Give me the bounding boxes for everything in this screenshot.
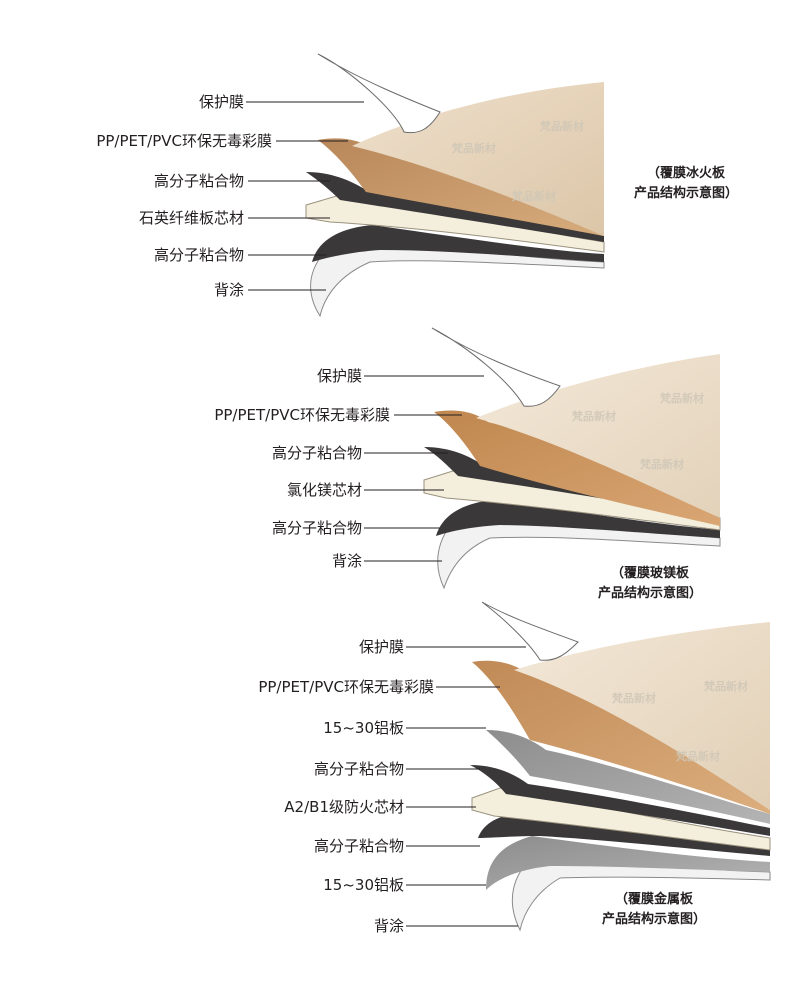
layer-label-adhesive: 高分子粘合物 [313, 837, 404, 855]
layer-label-back-coating: 背涂 [331, 552, 362, 570]
layer-label-color-film: PP/PET/PVC环保无毒彩膜 [96, 132, 272, 150]
layer-label-color-film: PP/PET/PVC环保无毒彩膜 [258, 678, 434, 696]
watermark-logo: 梵品新材 [572, 410, 616, 423]
watermark-logo: 梵品新材 [540, 120, 584, 133]
wood-surface [514, 622, 770, 810]
caption-line-1: （覆膜冰火板 [646, 166, 725, 181]
diagram-panel-1: 保护膜 PP/PET/PVC环保无毒彩膜 高分子粘合物 石英纤维板芯材 高分子粘… [0, 0, 800, 330]
watermark-logo: 梵品新材 [640, 458, 684, 471]
layer-label-protective-film: 保护膜 [358, 638, 404, 656]
layer-label-protective-film: 保护膜 [316, 367, 362, 385]
watermark-logo: 梵品新材 [676, 750, 720, 763]
diagram-caption: （覆膜冰火板 产品结构示意图） [606, 164, 766, 204]
caption-line-2: 产品结构示意图） [633, 186, 738, 201]
layer-label-aluminum: 15~30铝板 [323, 876, 404, 894]
adhesive-layer-lower [312, 225, 604, 262]
aluminum-layer-lower [486, 836, 770, 890]
diagram-panel-3: 保护膜 PP/PET/PVC环保无毒彩膜 15~30铝板 高分子粘合物 A2/B… [0, 600, 800, 1000]
color-film-layer [434, 410, 720, 526]
layer-label-back-coating: 背涂 [373, 917, 404, 935]
watermark-logo: 梵品新材 [704, 680, 748, 693]
layer-label-core: 氯化镁芯材 [286, 481, 362, 499]
watermark-logo: 梵品新材 [452, 142, 496, 155]
layer-label-aluminum: 15~30铝板 [323, 719, 404, 737]
adhesive-layer-lower [478, 812, 770, 856]
layer-label-core: 石英纤维板芯材 [138, 209, 244, 227]
layer-label-protective-film: 保护膜 [198, 93, 244, 111]
layer-illustration-3 [406, 601, 771, 932]
layer-label-adhesive: 高分子粘合物 [271, 519, 362, 537]
layer-label-adhesive: 高分子粘合物 [271, 444, 362, 462]
diagram-caption: （覆膜金属板 产品结构示意图） [574, 890, 734, 930]
wood-surface [352, 82, 604, 236]
caption-line-2: 产品结构示意图） [597, 586, 702, 601]
layer-illustration-1 [246, 53, 605, 318]
color-film-layer [472, 660, 770, 814]
caption-line-1: （覆膜金属板 [614, 892, 693, 907]
layer-label-adhesive: 高分子粘合物 [313, 760, 404, 778]
layer-label-color-film: PP/PET/PVC环保无毒彩膜 [214, 406, 390, 424]
layer-label-back-coating: 背涂 [213, 281, 244, 299]
layer-label-adhesive: 高分子粘合物 [153, 172, 244, 190]
caption-line-2: 产品结构示意图） [601, 912, 706, 927]
adhesive-layer-lower [436, 500, 720, 538]
protective-film-layer [481, 601, 579, 661]
diagram-caption: （覆膜玻镁板 产品结构示意图） [570, 564, 730, 604]
aluminum-layer-upper [486, 730, 770, 824]
watermark-logo: 梵品新材 [660, 392, 704, 405]
caption-line-1: （覆膜玻镁板 [610, 566, 689, 581]
protective-film-layer [317, 53, 441, 134]
diagram-panel-2: 保护膜 PP/PET/PVC环保无毒彩膜 高分子粘合物 氯化镁芯材 高分子粘合物… [0, 320, 800, 610]
adhesive-layer-upper [470, 765, 770, 836]
color-film-layer [318, 138, 604, 236]
watermark-logo: 梵品新材 [512, 190, 556, 203]
watermark-logo: 梵品新材 [612, 692, 656, 705]
protective-film-layer [431, 327, 561, 407]
layer-label-adhesive: 高分子粘合物 [153, 246, 244, 264]
layer-illustration-2 [364, 327, 721, 590]
wood-surface [476, 354, 720, 518]
layer-label-core: A2/B1级防火芯材 [284, 798, 404, 816]
